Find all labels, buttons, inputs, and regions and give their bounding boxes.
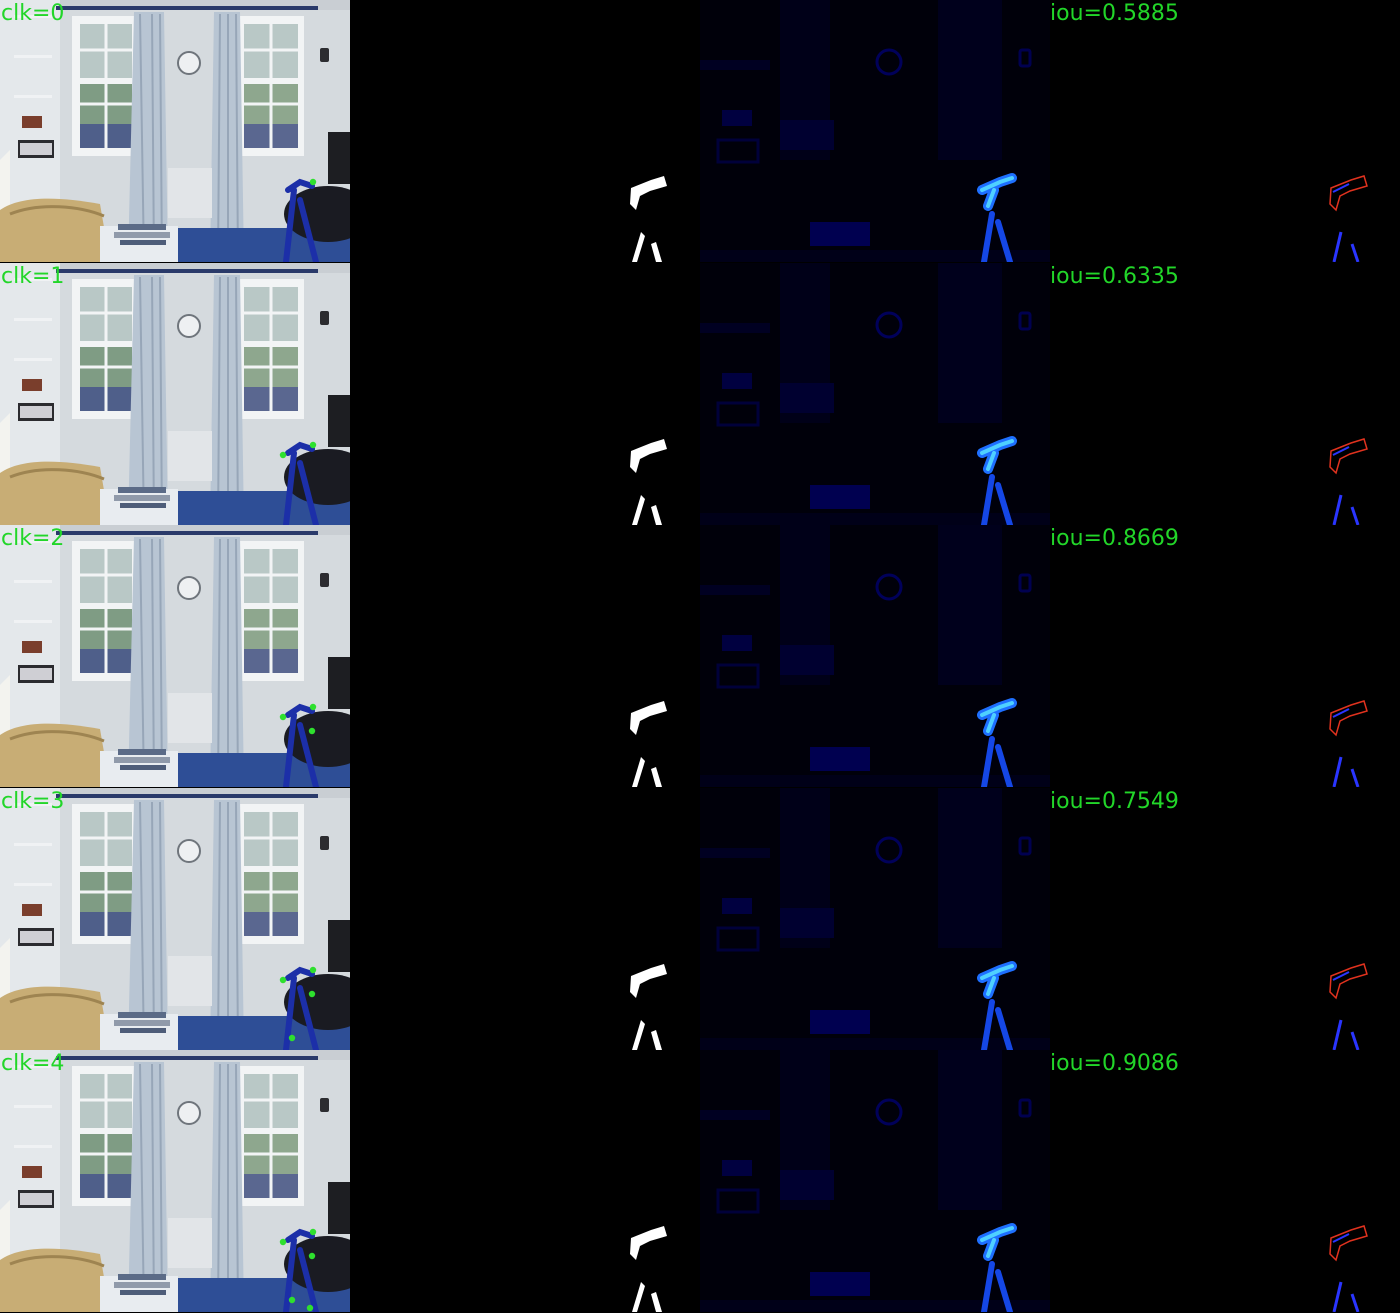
result-row: clk=0 iou=0.5885 <box>0 0 1400 262</box>
click-count-label: clk=4 <box>1 1051 65 1076</box>
room-photo <box>0 0 350 262</box>
error-map-panel <box>1050 263 1400 525</box>
error-map-panel <box>1050 788 1400 1050</box>
predicted-mask-panel <box>350 1050 700 1312</box>
error-map-panel <box>1050 1050 1400 1312</box>
result-row: clk=3 iou=0.7549 <box>0 788 1400 1050</box>
result-row: clk=4 iou=0.9086 <box>0 1050 1400 1312</box>
room-photo-panel <box>0 0 350 262</box>
click-count-label: clk=1 <box>1 264 65 289</box>
predicted-mask <box>630 176 667 262</box>
click-count-label: clk=0 <box>1 1 65 26</box>
probability-heatmap-panel <box>700 0 1050 262</box>
predicted-mask <box>630 964 667 1050</box>
room-photo <box>0 1050 350 1312</box>
predicted-mask-panel <box>350 0 700 262</box>
iou-score-label: iou=0.5885 <box>1050 1 1179 26</box>
error-map <box>1329 1225 1368 1312</box>
probability-heatmap-panel <box>700 263 1050 525</box>
room-photo-panel <box>0 263 350 525</box>
error-map-panel <box>1050 0 1400 262</box>
probability-heatmap <box>700 788 1050 1050</box>
predicted-mask-panel <box>350 263 700 525</box>
room-photo <box>0 525 350 787</box>
click-point-marker <box>309 966 317 974</box>
iou-score-label: iou=0.8669 <box>1050 526 1179 551</box>
iou-score-label: iou=0.9086 <box>1050 1051 1179 1076</box>
probability-heatmap-panel <box>700 788 1050 1050</box>
click-point-marker <box>306 1304 314 1312</box>
iou-score-label: iou=0.6335 <box>1050 264 1179 289</box>
room-photo <box>0 263 350 525</box>
click-point-marker <box>288 1296 296 1304</box>
click-point-marker <box>308 727 316 735</box>
click-point-marker <box>309 703 317 711</box>
click-point-marker <box>309 1228 317 1236</box>
click-point-marker <box>279 451 287 459</box>
probability-heatmap-panel <box>700 1050 1050 1312</box>
predicted-mask <box>630 701 667 787</box>
predicted-mask <box>630 1226 667 1312</box>
room-photo-panel <box>0 788 350 1050</box>
iou-score-label: iou=0.7549 <box>1050 789 1179 814</box>
error-map <box>1329 438 1368 525</box>
result-row: clk=2 iou=0.8669 <box>0 525 1400 787</box>
predicted-mask-panel <box>350 525 700 787</box>
room-photo-panel <box>0 525 350 787</box>
click-point-marker <box>309 178 317 186</box>
result-row: clk=1 iou=0.6335 <box>0 263 1400 525</box>
probability-heatmap <box>700 263 1050 525</box>
error-map <box>1329 175 1368 262</box>
click-point-marker <box>279 976 287 984</box>
click-point-marker <box>279 713 287 721</box>
error-map <box>1329 963 1368 1050</box>
error-map-panel <box>1050 525 1400 787</box>
probability-heatmap-panel <box>700 525 1050 787</box>
click-point-marker <box>309 441 317 449</box>
room-photo-panel <box>0 1050 350 1312</box>
probability-heatmap <box>700 1050 1050 1312</box>
click-point-marker <box>308 1252 316 1260</box>
error-map <box>1329 700 1368 787</box>
probability-heatmap <box>700 0 1050 262</box>
click-count-label: clk=2 <box>1 526 65 551</box>
probability-heatmap <box>700 525 1050 787</box>
click-point-marker <box>288 1034 296 1042</box>
click-point-marker <box>308 990 316 998</box>
predicted-mask-panel <box>350 788 700 1050</box>
room-photo <box>0 788 350 1050</box>
click-point-marker <box>279 1238 287 1246</box>
predicted-mask <box>630 439 667 525</box>
click-count-label: clk=3 <box>1 789 65 814</box>
